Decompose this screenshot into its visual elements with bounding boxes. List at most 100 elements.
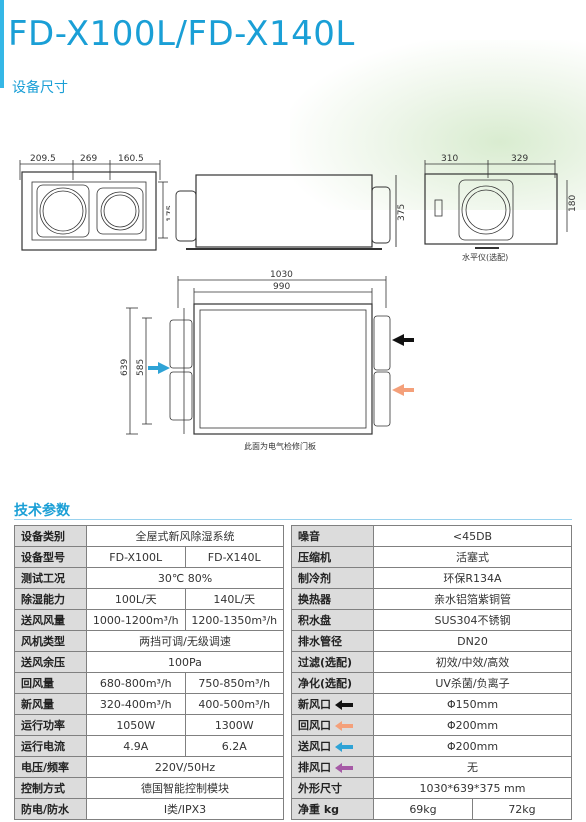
spec-label-text: 换热器 xyxy=(298,593,331,606)
spec-label-text: 回风口 xyxy=(298,719,331,732)
spec-label: 净化(选配) xyxy=(291,672,374,694)
end-view-drawing: 310 329 180 xyxy=(424,154,578,249)
spec-label-text: 噪音 xyxy=(298,530,320,543)
spec-value: 6.2A xyxy=(184,735,284,757)
spec-value: 1300W xyxy=(184,714,284,736)
spec-row: 风机类型 两挡可调/无级调速 xyxy=(14,630,284,652)
spec-row: 过滤(选配) 初效/中效/高效 xyxy=(291,651,572,673)
page-title: FD-X100L/FD-X140L xyxy=(8,14,355,54)
spec-label: 送风风量 xyxy=(14,609,87,631)
spec-label: 外形尺寸 xyxy=(291,777,374,799)
spec-label-text: 净化(选配) xyxy=(298,677,353,690)
spec-label-text: 送风余压 xyxy=(21,656,65,669)
spec-value: 320-400m³/h xyxy=(86,693,186,715)
spec-label-text: 积水盘 xyxy=(298,614,331,627)
spec-value: 环保R134A xyxy=(373,567,572,589)
spec-value: 1000-1200m³/h xyxy=(86,609,186,631)
spec-value: DN20 xyxy=(373,630,572,652)
spec-label: 运行功率 xyxy=(14,714,87,736)
dim-top-2: 990 xyxy=(273,282,290,292)
dim-top-3: 639 xyxy=(120,359,130,376)
spec-label-text: 过滤(选配) xyxy=(298,656,353,669)
section-subtitle: 设备尺寸 xyxy=(12,80,68,96)
side-view-drawing: 375 xyxy=(175,174,407,250)
spec-label-text: 回风量 xyxy=(21,677,54,690)
dim-front-1: 209.5 xyxy=(30,154,56,164)
spec-row: 送风口 Φ200mm xyxy=(291,735,572,757)
spec-label-text: 除湿能力 xyxy=(21,593,65,606)
airflow-arrow-icon xyxy=(335,742,353,752)
spec-label-text: 控制方式 xyxy=(21,782,65,795)
spec-label-text: 新风口 xyxy=(298,698,331,711)
dim-front-2: 269 xyxy=(80,154,97,164)
spec-value: FD-X100L xyxy=(86,546,186,568)
spec-value: 全屋式新风除湿系统 xyxy=(86,525,284,547)
spec-label: 回风口 xyxy=(291,714,374,736)
spec-value: 初效/中效/高效 xyxy=(373,651,572,673)
dim-top-1: 1030 xyxy=(270,270,293,280)
spec-value: 1030*639*375 mm xyxy=(373,777,572,799)
spec-label-text: 测试工况 xyxy=(21,572,65,585)
spec-label: 测试工况 xyxy=(14,567,87,589)
spec-value: FD-X140L xyxy=(184,546,284,568)
airflow-arrow-icon xyxy=(335,763,353,773)
spec-value: 220V/50Hz xyxy=(86,756,284,778)
spec-label-text: 电压/频率 xyxy=(21,761,70,774)
spec-row: 净化(选配)UV杀菌/负离子 xyxy=(291,672,572,694)
top-view-caption: 此面为电气检修门板 xyxy=(244,442,316,451)
spec-label: 控制方式 xyxy=(14,777,87,799)
spec-label: 设备类别 xyxy=(14,525,87,547)
spec-row: 电压/频率 220V/50Hz xyxy=(14,756,284,778)
spec-label: 风机类型 xyxy=(14,630,87,652)
spec-row: 换热器亲水铝箔紫铜管 xyxy=(291,588,572,610)
spec-value: SUS304不锈钢 xyxy=(373,609,572,631)
spec-value: <45DB xyxy=(373,525,572,547)
spec-value: 69kg xyxy=(373,798,473,820)
spec-label: 送风余压 xyxy=(14,651,87,673)
accent-bar xyxy=(0,0,4,88)
dim-end-1: 310 xyxy=(441,154,458,164)
spec-label-text: 送风风量 xyxy=(21,614,65,627)
spec-label-text: 运行功率 xyxy=(21,719,65,732)
spec-value: 30℃ 80% xyxy=(86,567,284,589)
end-view-caption: 水平仪(选配) xyxy=(462,253,509,262)
spec-label-text: 外形尺寸 xyxy=(298,782,342,795)
spec-value: 680-800m³/h xyxy=(86,672,186,694)
dim-front-3: 160.5 xyxy=(118,154,144,164)
spec-value: Φ200mm xyxy=(373,735,572,757)
spec-label: 除湿能力 xyxy=(14,588,87,610)
spec-label-text: 制冷剂 xyxy=(298,572,331,585)
spec-label-text: 压缩机 xyxy=(298,551,331,564)
spec-label: 制冷剂 xyxy=(291,567,374,589)
spec-value: 4.9A xyxy=(86,735,186,757)
spec-row: 积水盘 SUS304不锈钢 xyxy=(291,609,572,631)
spec-row: 控制方式德国智能控制模块 xyxy=(14,777,284,799)
spec-label: 净重 kg xyxy=(291,798,374,820)
spec-label-text: 防电/防水 xyxy=(21,803,70,816)
spec-label-text: 排风口 xyxy=(298,761,331,774)
spec-value: 1200-1350m³/h xyxy=(184,609,284,631)
spec-value: 两挡可调/无级调速 xyxy=(86,630,284,652)
dim-top-4: 585 xyxy=(136,359,146,376)
spec-row: 噪音 <45DB xyxy=(291,525,572,547)
spec-row: 制冷剂 环保R134A xyxy=(291,567,572,589)
spec-label-text: 风机类型 xyxy=(21,635,65,648)
supply-air-arrow xyxy=(148,362,170,374)
spec-label: 设备型号 xyxy=(14,546,87,568)
dim-end-2: 329 xyxy=(511,154,528,164)
dim-front-4: 175 xyxy=(166,205,170,222)
fresh-air-arrow xyxy=(392,334,414,346)
spec-label-text: 设备型号 xyxy=(21,551,65,564)
top-view-drawing: 1030 990 639 585 xyxy=(120,270,414,435)
spec-label-text: 送风口 xyxy=(298,740,331,753)
